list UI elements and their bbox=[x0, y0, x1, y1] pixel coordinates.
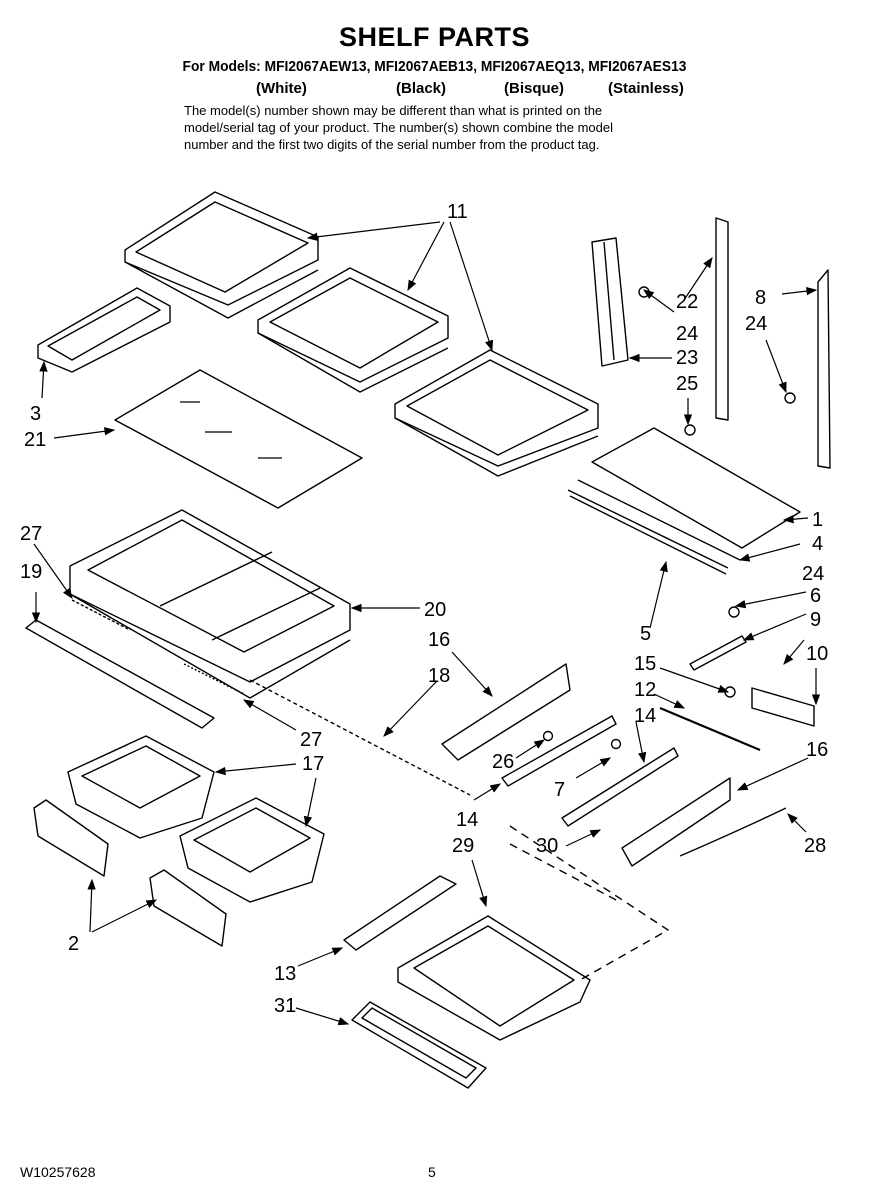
glass-shelf-drawing bbox=[257, 267, 449, 393]
callout-5: 5 bbox=[640, 623, 651, 645]
callout-16: 16 bbox=[428, 629, 450, 651]
callout-12: 12 bbox=[634, 679, 656, 701]
rail-drawing bbox=[817, 269, 831, 469]
callout-14: 14 bbox=[634, 705, 656, 727]
rail-drawing bbox=[715, 217, 729, 421]
glass-shelf-drawing bbox=[394, 349, 599, 477]
callout-17: 17 bbox=[302, 753, 324, 775]
callout-29: 29 bbox=[452, 835, 474, 857]
slide-rail-drawing bbox=[501, 715, 617, 787]
callout-6: 6 bbox=[810, 585, 821, 607]
callout-11: 11 bbox=[447, 201, 468, 223]
callout-16: 16 bbox=[806, 739, 828, 761]
note-line-2: model/serial tag of your product. The nu… bbox=[184, 120, 613, 135]
callout-15: 15 bbox=[634, 653, 656, 675]
front-trim-drawing bbox=[25, 619, 215, 729]
note-line-1: The model(s) number shown may be differe… bbox=[184, 103, 603, 118]
glass-panel-drawing bbox=[114, 369, 363, 509]
callout-30: 30 bbox=[536, 835, 558, 857]
page-number: 5 bbox=[428, 1164, 436, 1180]
drawer-frame-drawing bbox=[69, 509, 351, 699]
callout-7: 7 bbox=[554, 779, 565, 801]
callout-22: 22 bbox=[676, 291, 698, 313]
callout-2: 2 bbox=[68, 933, 79, 955]
models-line: For Models: MFI2067AEW13, MFI2067AEB13, … bbox=[182, 58, 687, 75]
color-black: (Black) bbox=[396, 80, 447, 97]
callout-26: 26 bbox=[492, 751, 514, 773]
callout-14: 14 bbox=[456, 809, 478, 831]
callout-1: 1 bbox=[812, 509, 823, 531]
callout-13: 13 bbox=[274, 963, 296, 985]
callout-28: 28 bbox=[804, 835, 826, 857]
model-note: The model(s) number shown may be differe… bbox=[184, 102, 704, 153]
leader-lines bbox=[31, 221, 821, 1026]
slide-support-drawing bbox=[441, 663, 571, 761]
callout-27: 27 bbox=[300, 729, 322, 751]
lower-glass-drawing bbox=[591, 427, 801, 549]
pan-drawer-drawing bbox=[397, 915, 591, 1041]
crisper-drawer-drawing bbox=[67, 735, 215, 839]
callout-19: 19 bbox=[20, 561, 42, 583]
drawer-front-drawing bbox=[33, 799, 109, 877]
callout-31: 31 bbox=[274, 995, 296, 1017]
callout-labels: 11 22 8 24 24 23 25 3 21 1 4 27 19 20 24… bbox=[20, 201, 828, 1017]
callout-3: 3 bbox=[30, 403, 41, 425]
callout-20: 20 bbox=[424, 599, 446, 621]
part-drawings bbox=[25, 191, 831, 1089]
document-number: W10257628 bbox=[20, 1164, 96, 1180]
color-bisque: (Bisque) bbox=[504, 80, 564, 97]
callout-9: 9 bbox=[810, 609, 821, 631]
color-stainless: (Stainless) bbox=[608, 80, 684, 97]
glass-shelf-drawing bbox=[124, 191, 319, 319]
callout-27: 27 bbox=[20, 523, 42, 545]
screw-drawing bbox=[684, 424, 696, 436]
crisper-drawer-drawing bbox=[179, 797, 325, 903]
model-colors: (White) (Black) (Bisque) (Stainless) bbox=[256, 80, 706, 100]
divider-drawing bbox=[343, 875, 457, 951]
callout-4: 4 bbox=[812, 533, 823, 555]
page-title: SHELF PARTS bbox=[338, 22, 530, 52]
callout-8: 8 bbox=[755, 287, 766, 309]
callout-18: 18 bbox=[428, 665, 450, 687]
half-shelf-drawing bbox=[37, 287, 171, 373]
drawer-front-drawing bbox=[149, 869, 227, 947]
color-white: (White) bbox=[256, 80, 307, 97]
callout-23: 23 bbox=[676, 347, 698, 369]
screw-drawing bbox=[784, 392, 796, 404]
callout-25: 25 bbox=[676, 373, 698, 395]
rail-drawing bbox=[591, 237, 629, 367]
callout-21: 21 bbox=[24, 429, 46, 451]
slide-rail-drawing bbox=[561, 747, 679, 827]
slide-support-drawing bbox=[621, 777, 731, 867]
callout-24: 24 bbox=[802, 563, 824, 585]
note-line-3: number and the first two digits of the s… bbox=[184, 137, 600, 152]
callout-10: 10 bbox=[806, 643, 828, 665]
trim-drawing bbox=[351, 1001, 487, 1089]
callout-24: 24 bbox=[676, 323, 698, 345]
callout-24: 24 bbox=[745, 313, 767, 335]
